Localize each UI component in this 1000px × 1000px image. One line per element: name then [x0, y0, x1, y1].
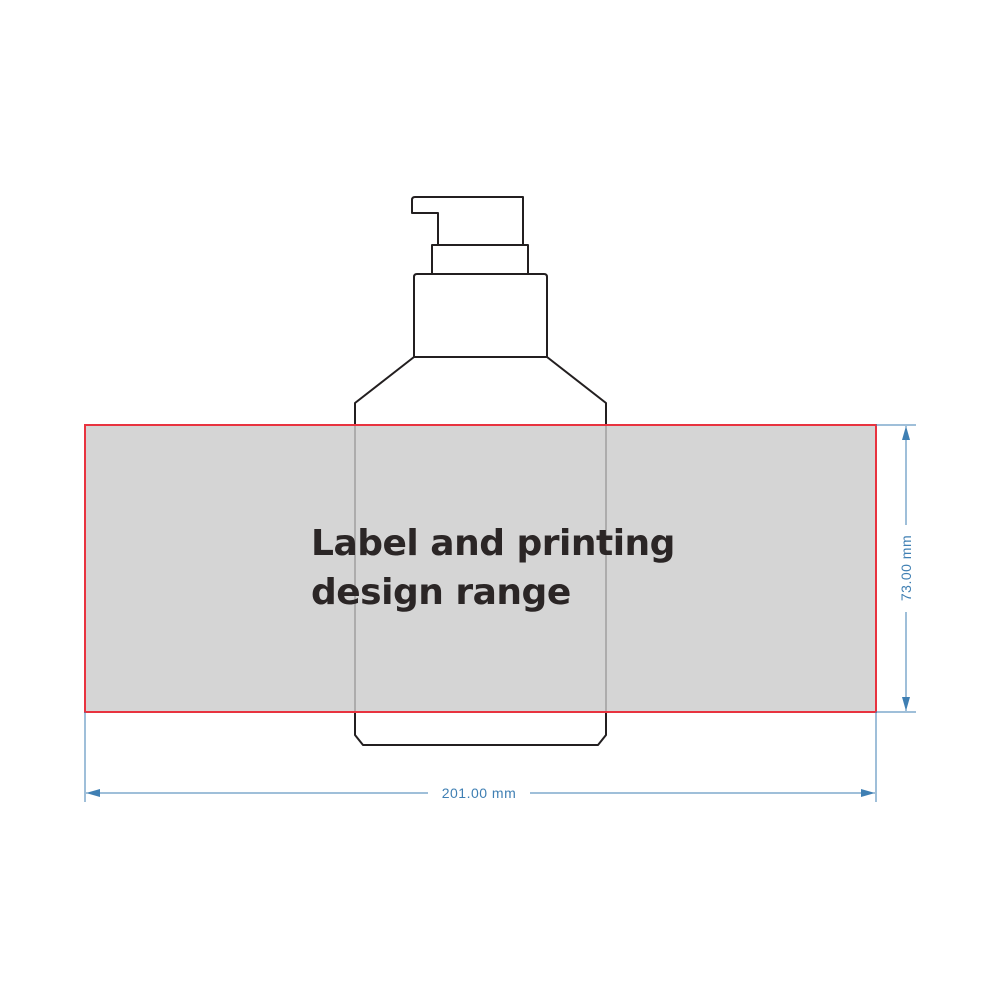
height-arrow-bottom: [902, 697, 910, 711]
pump-nozzle: [411, 196, 524, 246]
bottle-cap: [413, 273, 548, 358]
label-design-area: [84, 424, 877, 713]
width-arrow-left: [86, 789, 100, 797]
label-area-title-line-2: design range: [311, 572, 571, 613]
height-dimension-label: 73.00 mm: [898, 535, 914, 601]
width-dimension-label: 201.00 mm: [442, 785, 517, 801]
height-arrow-top: [902, 426, 910, 440]
width-arrow-right: [861, 789, 875, 797]
label-area-title-line-1: Label and printing: [311, 523, 675, 564]
width-dimension: [86, 789, 875, 797]
height-dimension: [902, 426, 910, 711]
extension-lines: [84, 424, 916, 802]
pump-collar: [431, 244, 529, 275]
